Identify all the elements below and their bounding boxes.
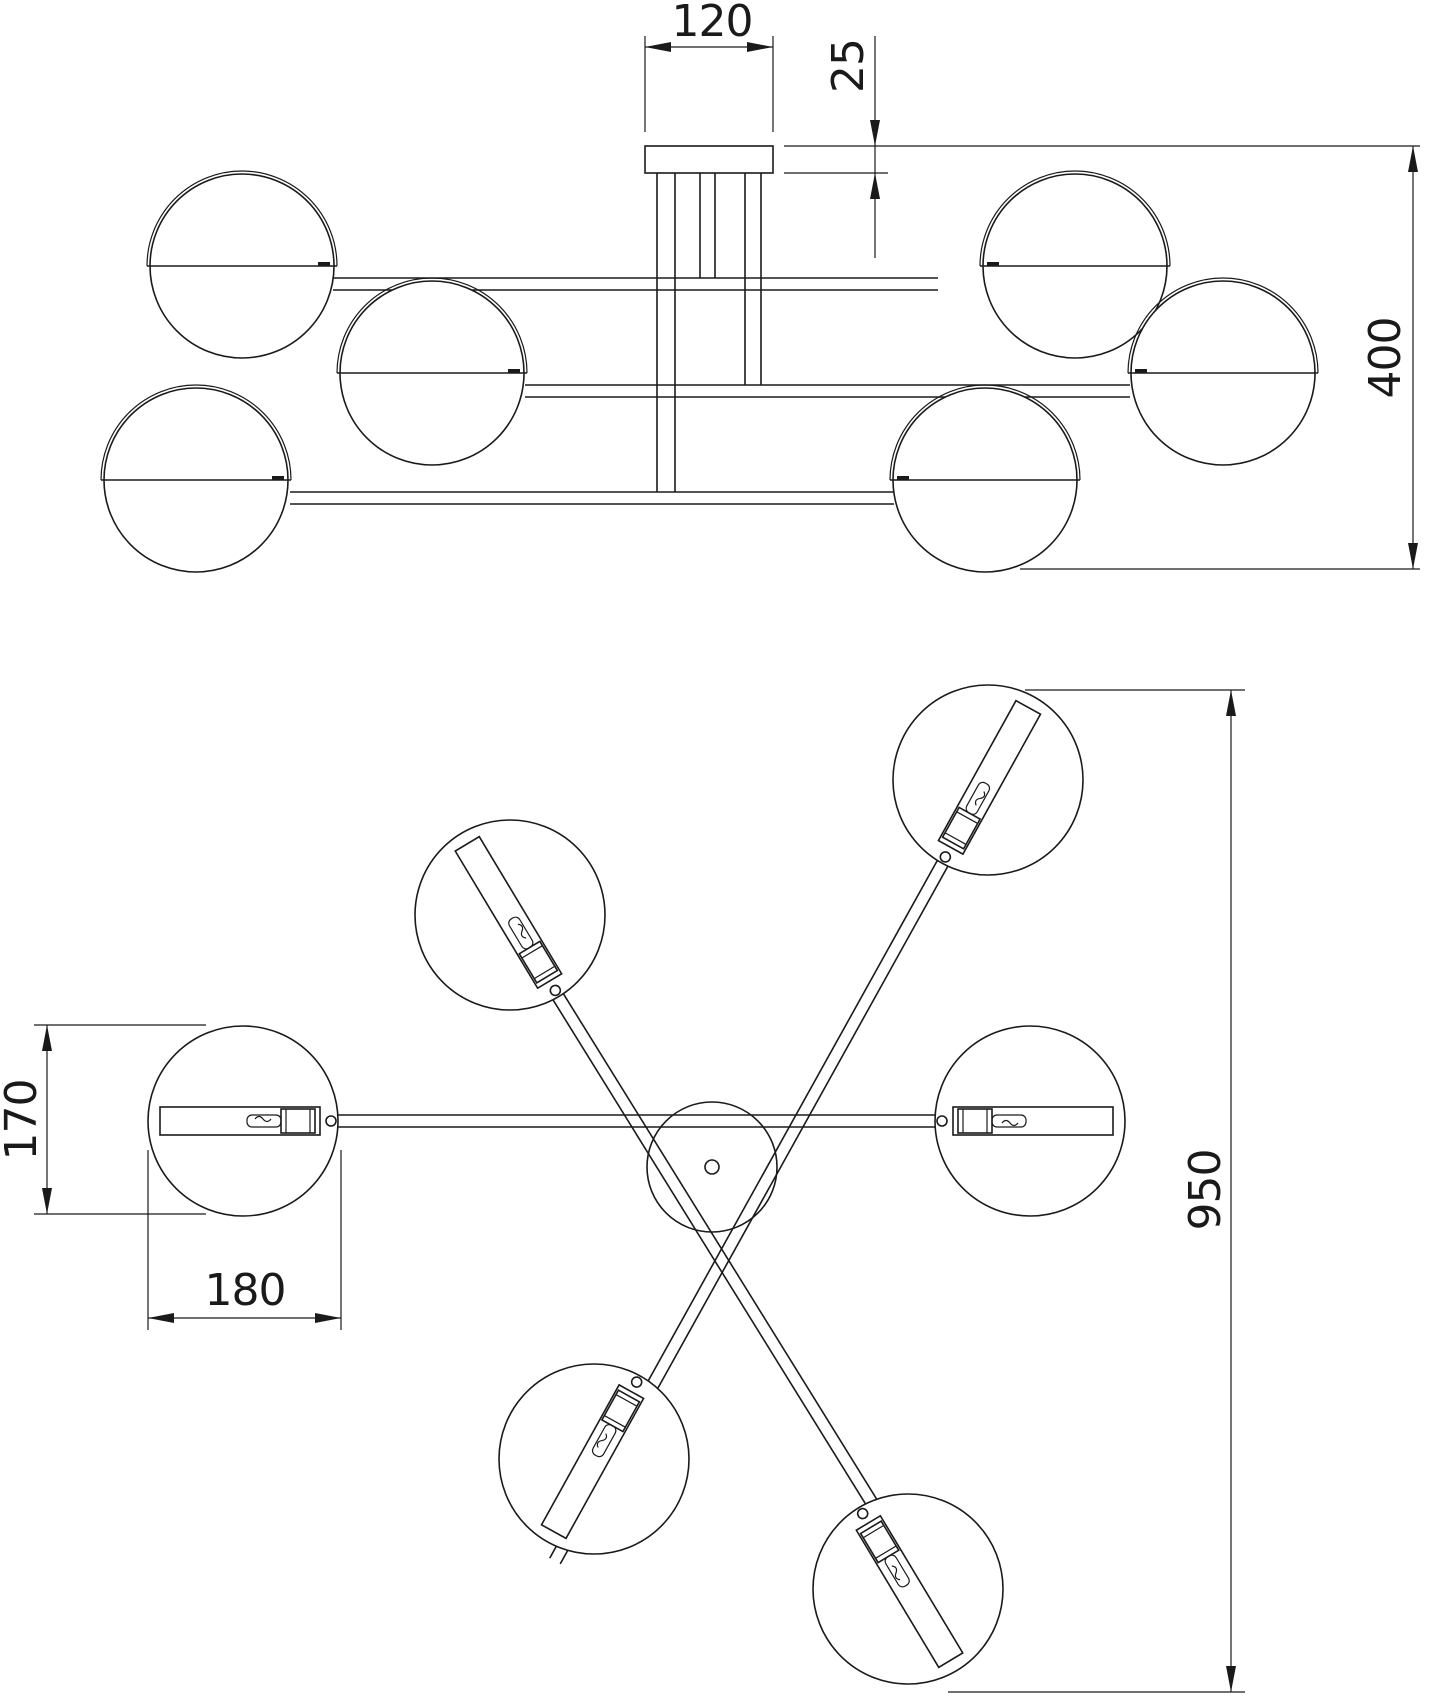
dim-mount-width: 120 [644, 0, 774, 132]
ceiling-mount [644, 145, 774, 174]
globe-clip [508, 369, 520, 373]
dim-shade-height: 170 [0, 1024, 206, 1215]
dim-total-span: 950 [948, 689, 1245, 1693]
center-canopy [646, 1101, 778, 1233]
pivot-ring [549, 984, 562, 997]
lamp-holder [936, 1106, 1114, 1136]
bulb [991, 1114, 1027, 1128]
bulb-filament [254, 1115, 272, 1123]
bulb-filament [517, 923, 527, 939]
side-globe [979, 170, 1171, 359]
side-globe [889, 384, 1081, 573]
pivot-ring [325, 1115, 337, 1127]
arm [548, 986, 896, 1536]
pivot-ring [939, 851, 952, 863]
globe-rim [889, 384, 1081, 481]
side-globes [100, 170, 1319, 573]
lamp-holder [540, 1376, 645, 1540]
arm-edge [548, 992, 886, 1536]
lamp-holder [855, 1507, 964, 1669]
globe-rim [100, 384, 292, 481]
top-shades [147, 684, 1126, 1685]
globe-clip [272, 476, 284, 480]
lamp-holder [159, 1106, 337, 1136]
vertical-rods [656, 173, 762, 492]
side-globe [146, 170, 338, 359]
globe-rim [979, 170, 1171, 267]
arm-edge [558, 986, 896, 1530]
shade [498, 1363, 690, 1555]
lamp-holder [454, 835, 563, 997]
bulb-filament [974, 791, 986, 806]
shade [934, 1025, 1126, 1217]
dim-mount-height: 25 [784, 36, 1420, 258]
dim-label-950: 950 [1180, 1150, 1231, 1231]
dim-label-180: 180 [205, 1265, 286, 1316]
shade [147, 1025, 339, 1217]
globe-clip [987, 262, 999, 266]
pivot-ring [856, 1507, 869, 1520]
dim-total-height: 400 [1020, 146, 1420, 570]
shade [414, 819, 606, 1011]
lamp-holder [937, 699, 1042, 863]
pivot-ring [936, 1115, 948, 1127]
globe-clip [897, 476, 909, 480]
shade [812, 1493, 1004, 1685]
bulb-filament [596, 1433, 608, 1448]
bulb [246, 1114, 282, 1128]
side-globe [1127, 277, 1319, 466]
side-globe [100, 384, 292, 573]
dim-label-120: 120 [672, 0, 753, 47]
dim-label-25: 25 [823, 39, 874, 93]
dim-label-400: 400 [1360, 318, 1411, 399]
lamp-socket [957, 1108, 993, 1134]
globe-clip [318, 262, 330, 266]
bulb-filament [891, 1565, 901, 1581]
top-view: 950 170 180 [0, 684, 1245, 1693]
bulb [884, 1554, 910, 1588]
bulb [508, 916, 534, 950]
side-view: 120 25 400 [100, 0, 1420, 573]
globe-rim [146, 170, 338, 267]
side-globe [336, 277, 528, 466]
globe-rim [336, 277, 528, 374]
center-screw [704, 1159, 720, 1175]
dim-shade-width: 180 [147, 1150, 342, 1330]
dim-label-170: 170 [0, 1080, 47, 1161]
shade [892, 684, 1084, 876]
bulb [591, 1424, 617, 1458]
bulb [965, 781, 991, 815]
globe-rim [1127, 277, 1319, 374]
bulb-filament [1001, 1119, 1019, 1127]
pivot-ring [630, 1376, 643, 1388]
globe-clip [1135, 369, 1147, 373]
